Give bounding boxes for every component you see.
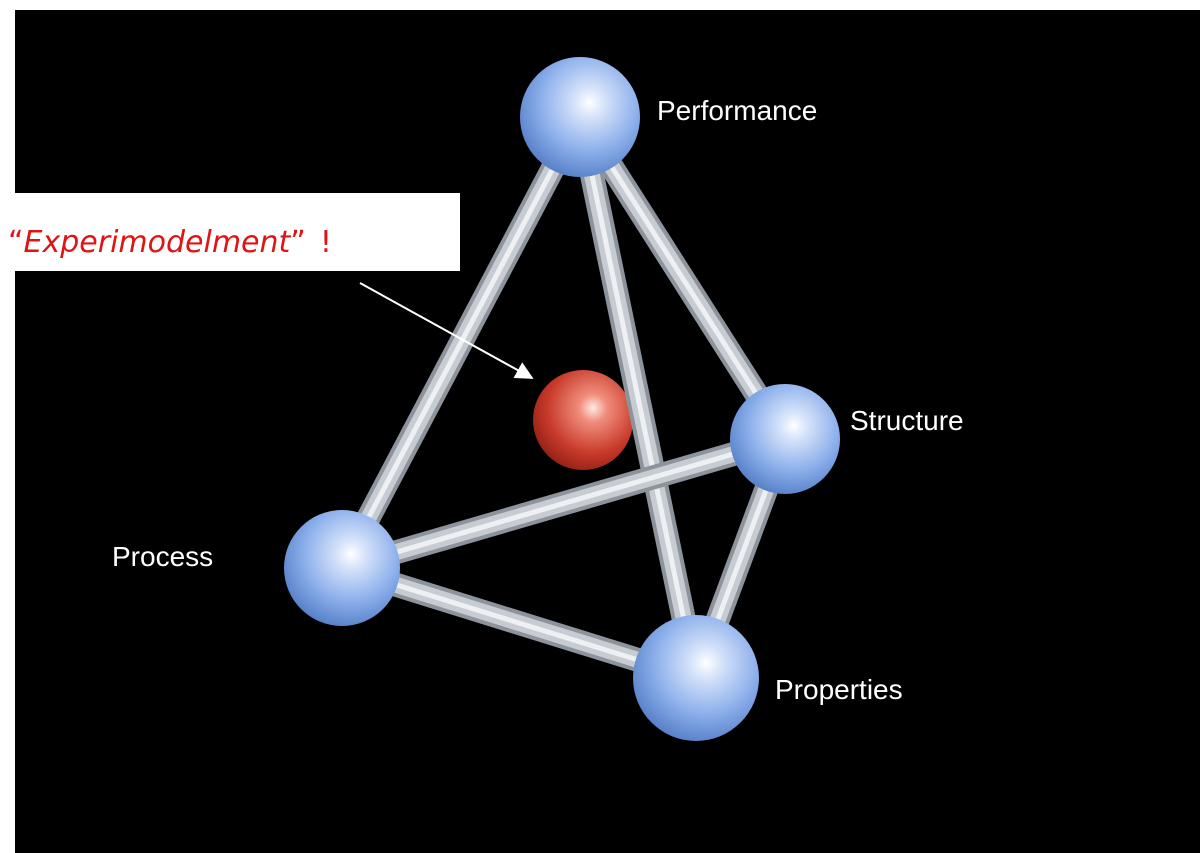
callout-exclamation: ! [320,225,332,260]
label-performance: Performance [657,95,817,126]
rod-highlight [577,115,788,441]
node-properties [633,615,759,741]
callout-word: Experimodelment [24,225,292,260]
node-structure [730,384,840,494]
rods-front [338,114,789,681]
rod-performance-structure [569,110,796,446]
rod-highlight [339,115,583,570]
label-process: Process [112,541,213,572]
node-process [284,510,400,626]
rod-process-structure [338,427,789,580]
callout-label: “Experimodelment”! [8,225,332,260]
label-structure: Structure [850,405,964,436]
rod-highlight [341,436,786,571]
label-properties: Properties [775,674,903,705]
left-edge-strip [0,0,15,853]
rod-performance-process [331,111,591,574]
rod-highlight [577,116,699,679]
callout-close-quote: ” [290,225,306,260]
callout-arrow [359,282,534,379]
callout-open-quote: “ [8,225,24,260]
node-performance [520,57,640,177]
rod-performance-properties [568,114,708,681]
callout-box [0,193,460,271]
center-sphere [533,370,633,470]
